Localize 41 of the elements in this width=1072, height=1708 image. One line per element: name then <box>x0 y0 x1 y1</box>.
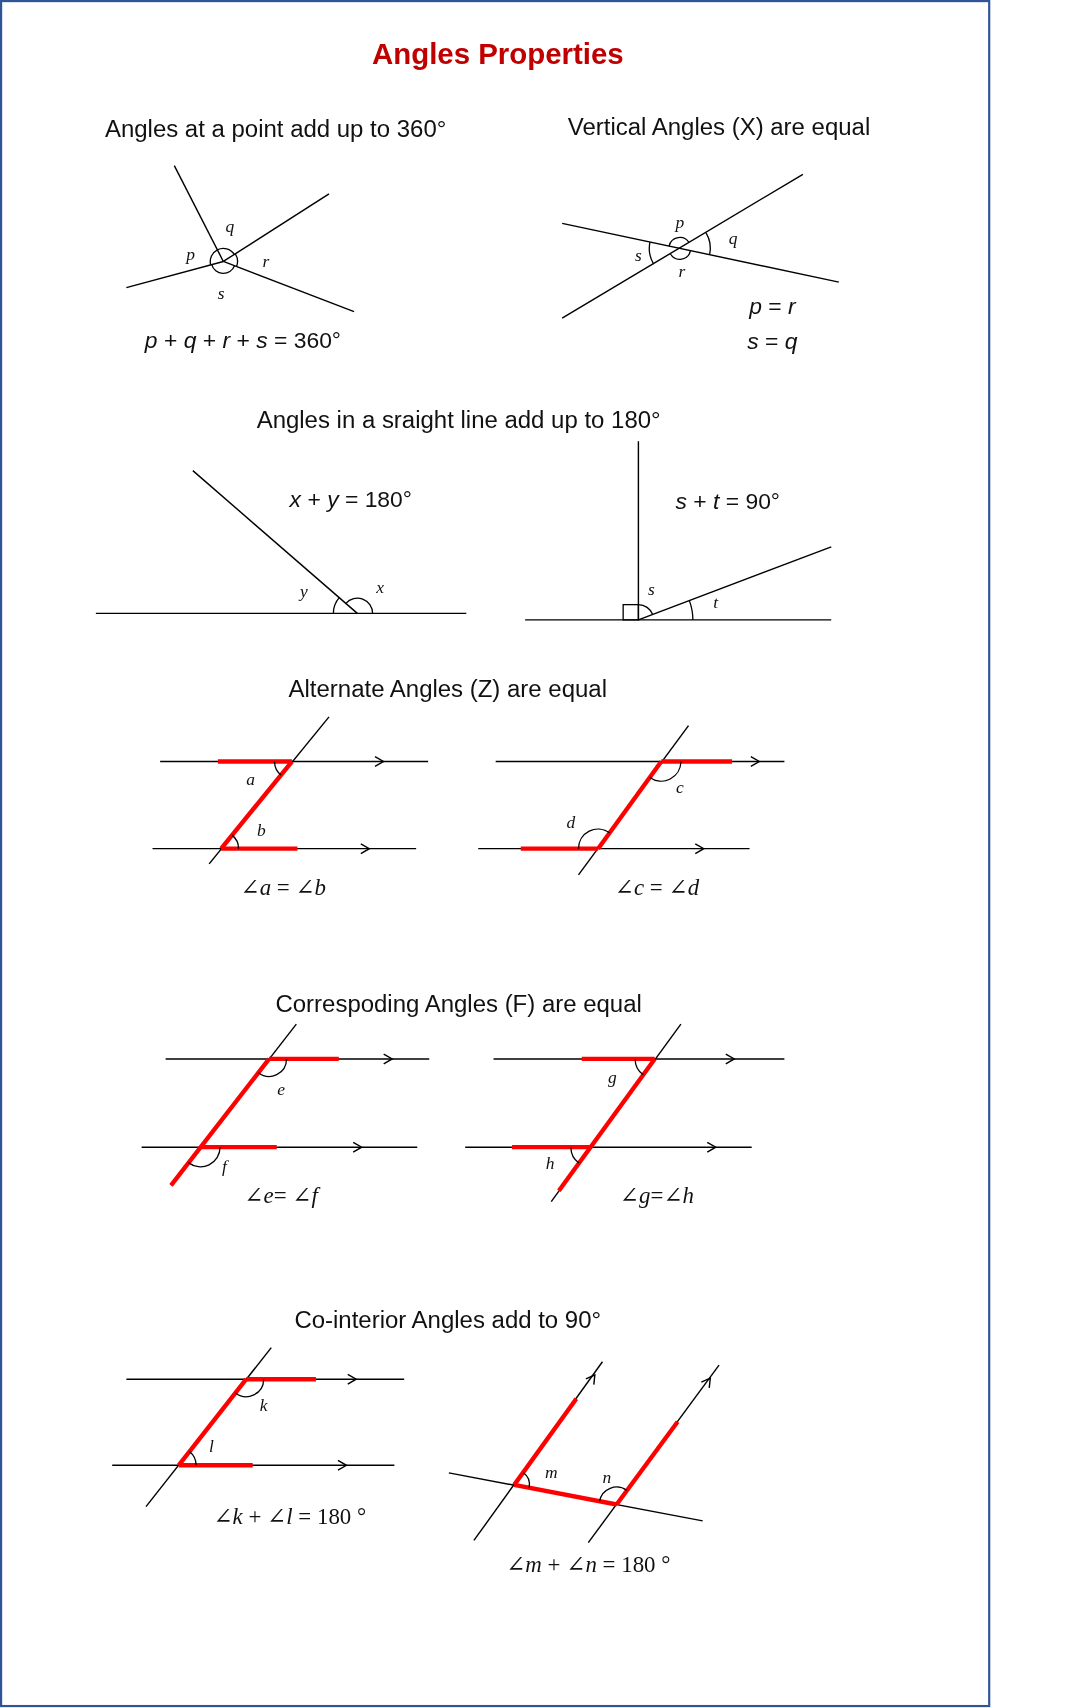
angle-label: n <box>602 1467 612 1488</box>
formula: s = q <box>747 327 798 355</box>
angle-label: a <box>246 770 255 790</box>
angle-label: f <box>222 1156 227 1177</box>
angle-label: q <box>225 216 235 237</box>
formula: ∠a = ∠b <box>240 874 327 902</box>
formula: ∠c = ∠d <box>614 874 700 902</box>
section-heading: Angles at a point add up to 360° <box>104 115 447 144</box>
angle-label: s <box>217 283 225 303</box>
formula: ∠g=∠h <box>619 1182 694 1210</box>
angle-label: g <box>607 1067 617 1088</box>
section-heading: Co-interior Angles add to 90° <box>294 1306 602 1335</box>
angle-label: k <box>259 1395 268 1416</box>
section-heading: Alternate Angles (Z) are equal <box>288 675 607 704</box>
angle-label: r <box>262 251 270 272</box>
angle-label: c <box>675 777 684 798</box>
title: Angles Properties <box>372 37 624 72</box>
formula: s + t = 90° <box>675 488 780 515</box>
formula: ∠m + ∠n = 180 ° <box>506 1550 671 1579</box>
angle-label: s <box>648 579 655 600</box>
angle-label: p <box>186 245 195 265</box>
angle-label: p <box>675 212 685 233</box>
angle-label: q <box>728 228 738 249</box>
angle-label: h <box>545 1153 555 1174</box>
angle-label: b <box>257 820 266 840</box>
angle-label: d <box>566 812 576 833</box>
angle-label: y <box>300 581 308 602</box>
section-heading: Correspoding Angles (F) are equal <box>275 990 642 1019</box>
angle-label: r <box>678 261 686 282</box>
angle-label: s <box>635 246 642 266</box>
angle-label: x <box>376 577 385 597</box>
formula: ∠k + ∠l = 180 ° <box>213 1502 367 1531</box>
angle-label: e <box>277 1079 285 1100</box>
angle-label: t <box>713 592 719 613</box>
section-heading: Vertical Angles (X) are equal <box>567 113 871 142</box>
angle-label: m <box>544 1463 558 1483</box>
section-heading: Angles in a sraight line add up to 180° <box>256 406 661 435</box>
angle-label: l <box>208 1436 214 1457</box>
formula: p + q + r + s = 360° <box>144 326 342 353</box>
formula: x + y = 180° <box>289 485 412 513</box>
formula: p = r <box>749 293 796 320</box>
